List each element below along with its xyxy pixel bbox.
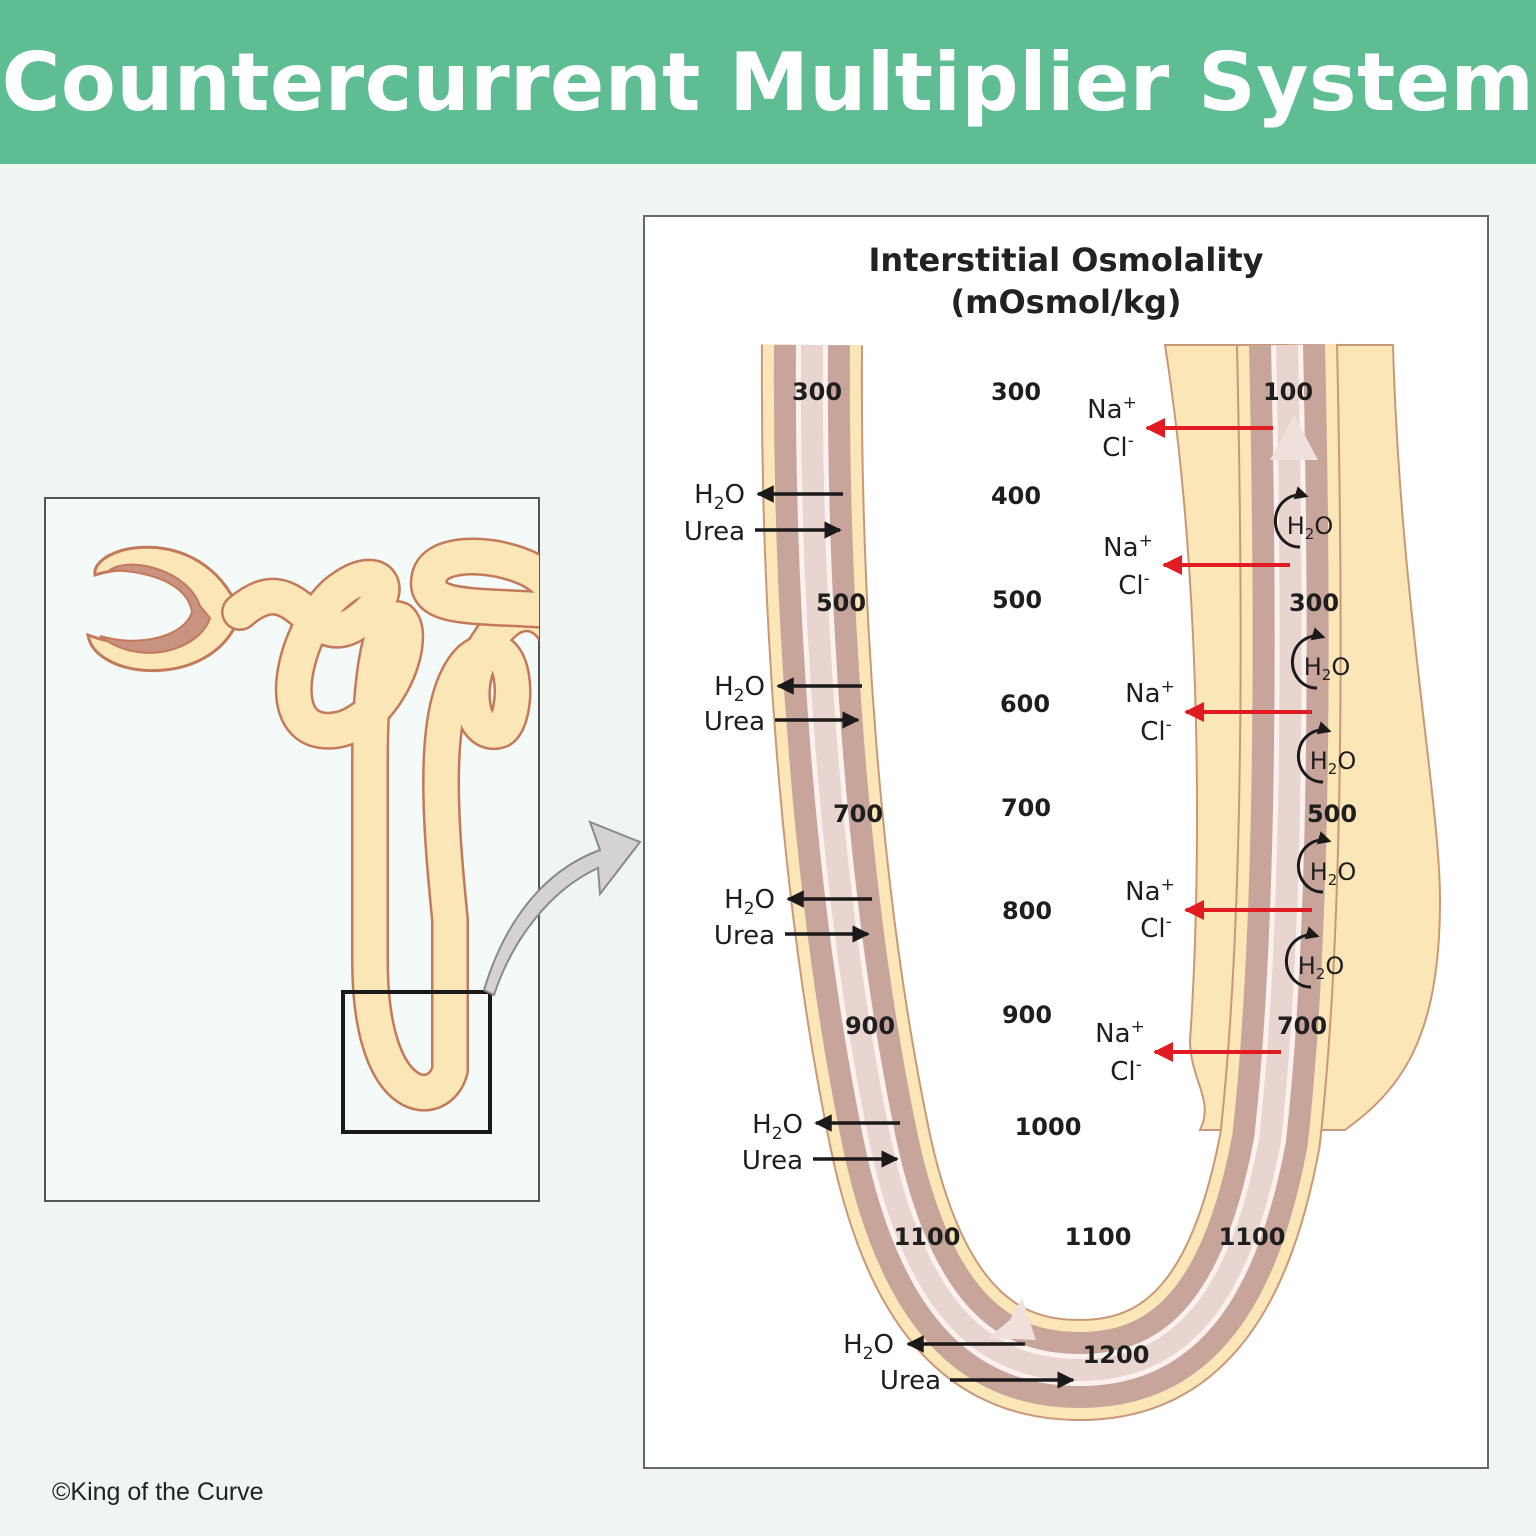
curl-arrow <box>1296 831 1332 894</box>
water-label: H2O <box>1287 512 1333 543</box>
ascending-value: 1100 <box>1219 1223 1286 1251</box>
water-label: H2O <box>752 1110 803 1144</box>
sodium-label: Na+ <box>1095 1017 1145 1049</box>
panel-heading-line2: (mOsmol/kg) <box>950 283 1181 321</box>
urea-label: Urea <box>880 1366 941 1396</box>
urea-label: Urea <box>742 1146 803 1176</box>
page-title: Countercurrent Multiplier System <box>1 35 1535 129</box>
interstitial-value: 300 <box>991 378 1041 406</box>
interstitial-value: 700 <box>1001 794 1051 822</box>
interstitial-value: 600 <box>1000 690 1050 718</box>
descending-value: 900 <box>845 1012 895 1040</box>
curl-arrow <box>1290 627 1326 690</box>
interstitial-value: 1100 <box>1065 1223 1132 1251</box>
water-label: H2O <box>714 672 765 706</box>
sodium-label: Na+ <box>1087 393 1137 425</box>
water-label: H2O <box>1304 653 1350 684</box>
chloride-label: Cl- <box>1118 569 1150 601</box>
water-impermeable-markers: H2O H2O H2O H2O H2O <box>1273 486 1356 989</box>
interstitial-value: 500 <box>992 586 1042 614</box>
sodium-label: Na+ <box>1125 875 1175 907</box>
water-urea-exchange: H2O Urea H2O Urea H2O Urea H2O Urea H2O … <box>684 480 1075 1396</box>
chloride-label: Cl- <box>1140 912 1172 944</box>
glomerulus <box>99 563 212 654</box>
water-label: H2O <box>843 1330 894 1364</box>
ascending-value: 300 <box>1289 589 1339 617</box>
curl-arrow <box>1296 721 1332 784</box>
curl-arrow <box>1284 926 1320 989</box>
descending-value: 500 <box>816 589 866 617</box>
ascending-value: 100 <box>1263 378 1313 406</box>
interstitial-value: 800 <box>1002 897 1052 925</box>
water-label: H2O <box>694 480 745 514</box>
panel-heading-line1: Interstitial Osmolality <box>869 241 1264 279</box>
chloride-label: Cl- <box>1102 431 1134 463</box>
sodium-chloride-transport: Na+ Cl- Na+ Cl- Na+ Cl- Na+ Cl- Na+ Cl- <box>1087 393 1312 1087</box>
interstitial-value: 900 <box>1002 1001 1052 1029</box>
interstitial-value: 1000 <box>1015 1113 1082 1141</box>
ascending-flow-arrow <box>1270 415 1318 460</box>
water-label: H2O <box>1298 952 1344 983</box>
zoom-selection-box <box>341 990 492 1134</box>
water-label: H2O <box>1310 858 1356 889</box>
urea-label: Urea <box>704 707 765 737</box>
descending-value: 1100 <box>894 1223 961 1251</box>
water-label: H2O <box>724 885 775 919</box>
ascending-value: 500 <box>1307 800 1357 828</box>
descending-flow-arrow <box>988 1298 1036 1340</box>
descending-value: 700 <box>833 800 883 828</box>
urea-label: Urea <box>684 517 745 547</box>
nephron-illustration <box>86 537 539 1112</box>
zoom-arrow <box>482 820 642 997</box>
sodium-label: Na+ <box>1103 531 1153 563</box>
interstitial-value: 1200 <box>1083 1341 1150 1369</box>
curl-arrow <box>1273 486 1309 549</box>
urea-label: Urea <box>714 921 775 951</box>
water-label: H2O <box>1310 747 1356 778</box>
copyright-notice: ©King of the Curve <box>52 1478 264 1506</box>
ascending-value: 700 <box>1277 1012 1327 1040</box>
sodium-label: Na+ <box>1125 677 1175 709</box>
loop-of-henle <box>760 343 1442 1422</box>
interstitial-value: 400 <box>991 482 1041 510</box>
descending-value: 300 <box>792 378 842 406</box>
chloride-label: Cl- <box>1140 715 1172 747</box>
chloride-label: Cl- <box>1110 1055 1142 1087</box>
title-bar: Countercurrent Multiplier System <box>0 0 1536 164</box>
